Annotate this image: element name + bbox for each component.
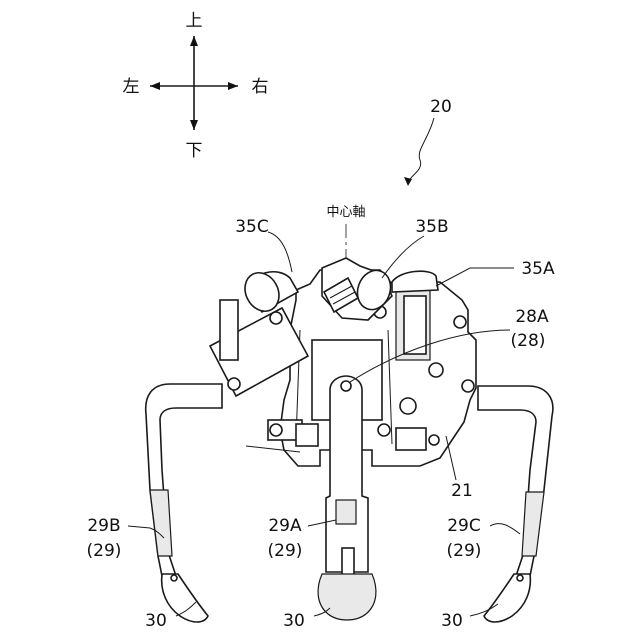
label-29-mid: (29) (268, 541, 303, 561)
label-20: 20 (430, 97, 452, 117)
center-axis-label: 中心軸 (326, 205, 365, 220)
leader-35A (436, 268, 514, 286)
label-29B: 29B (87, 516, 120, 536)
label-35B: 35B (415, 217, 448, 237)
label-29-right: (29) (447, 541, 482, 561)
label-30-left: 30 (145, 611, 167, 631)
finger-29B (146, 384, 222, 622)
label-28A: 28A (515, 307, 549, 327)
label-29A: 29A (268, 516, 302, 536)
label-35A: 35A (521, 259, 555, 279)
finger-29C (478, 386, 553, 622)
direction-compass: 上 下 左 右 (123, 11, 269, 161)
label-35C: 35C (235, 217, 269, 237)
actuator-35A (392, 271, 438, 292)
direction-left-label: 左 (123, 77, 140, 97)
label-21: 21 (451, 481, 473, 501)
label-28: (28) (511, 331, 546, 351)
label-30-mid: 30 (283, 611, 305, 631)
direction-down-label: 下 (186, 141, 203, 161)
direction-right-label: 右 (252, 77, 269, 97)
label-29-left: (29) (87, 541, 122, 561)
leader-20 (410, 118, 434, 180)
direction-up-label: 上 (186, 11, 203, 31)
label-30-right: 30 (441, 611, 463, 631)
label-29C: 29C (447, 516, 481, 536)
leader-35C (268, 232, 292, 272)
leader-29C (490, 524, 520, 534)
